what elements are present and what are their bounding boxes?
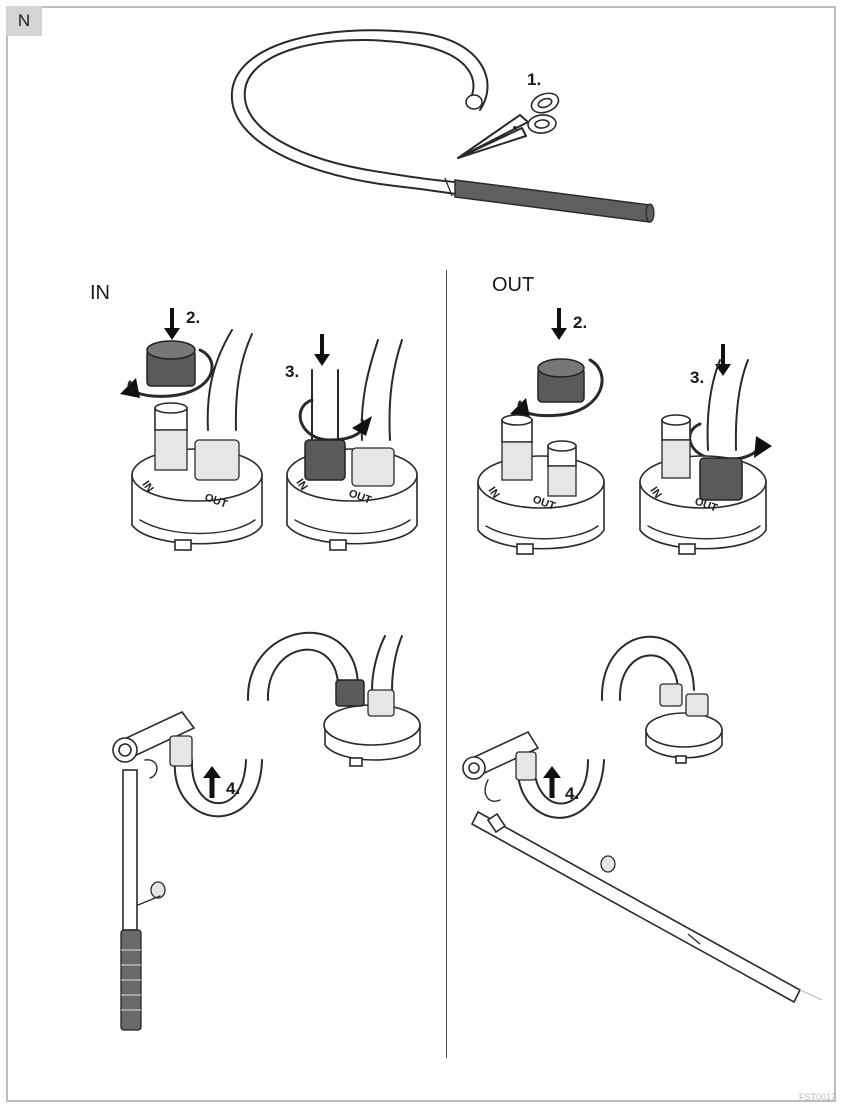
out-step-2-label: 2. bbox=[573, 313, 588, 332]
in-step-2-label: 2. bbox=[186, 308, 201, 327]
out-step-3-label: 3. bbox=[690, 368, 705, 387]
step-1-label: 1. bbox=[527, 70, 542, 89]
panel-divider bbox=[446, 270, 447, 1058]
out-panel-title: OUT bbox=[492, 274, 535, 296]
section-tag: N bbox=[6, 6, 42, 36]
in-panel-title: IN bbox=[90, 282, 110, 304]
in-step-4-label: 4. bbox=[226, 779, 241, 798]
figure-code: FST0017 bbox=[798, 1092, 836, 1102]
out-step-4-label: 4. bbox=[565, 784, 580, 803]
page-frame bbox=[6, 6, 836, 1102]
in-step-3-label: 3. bbox=[285, 362, 300, 381]
